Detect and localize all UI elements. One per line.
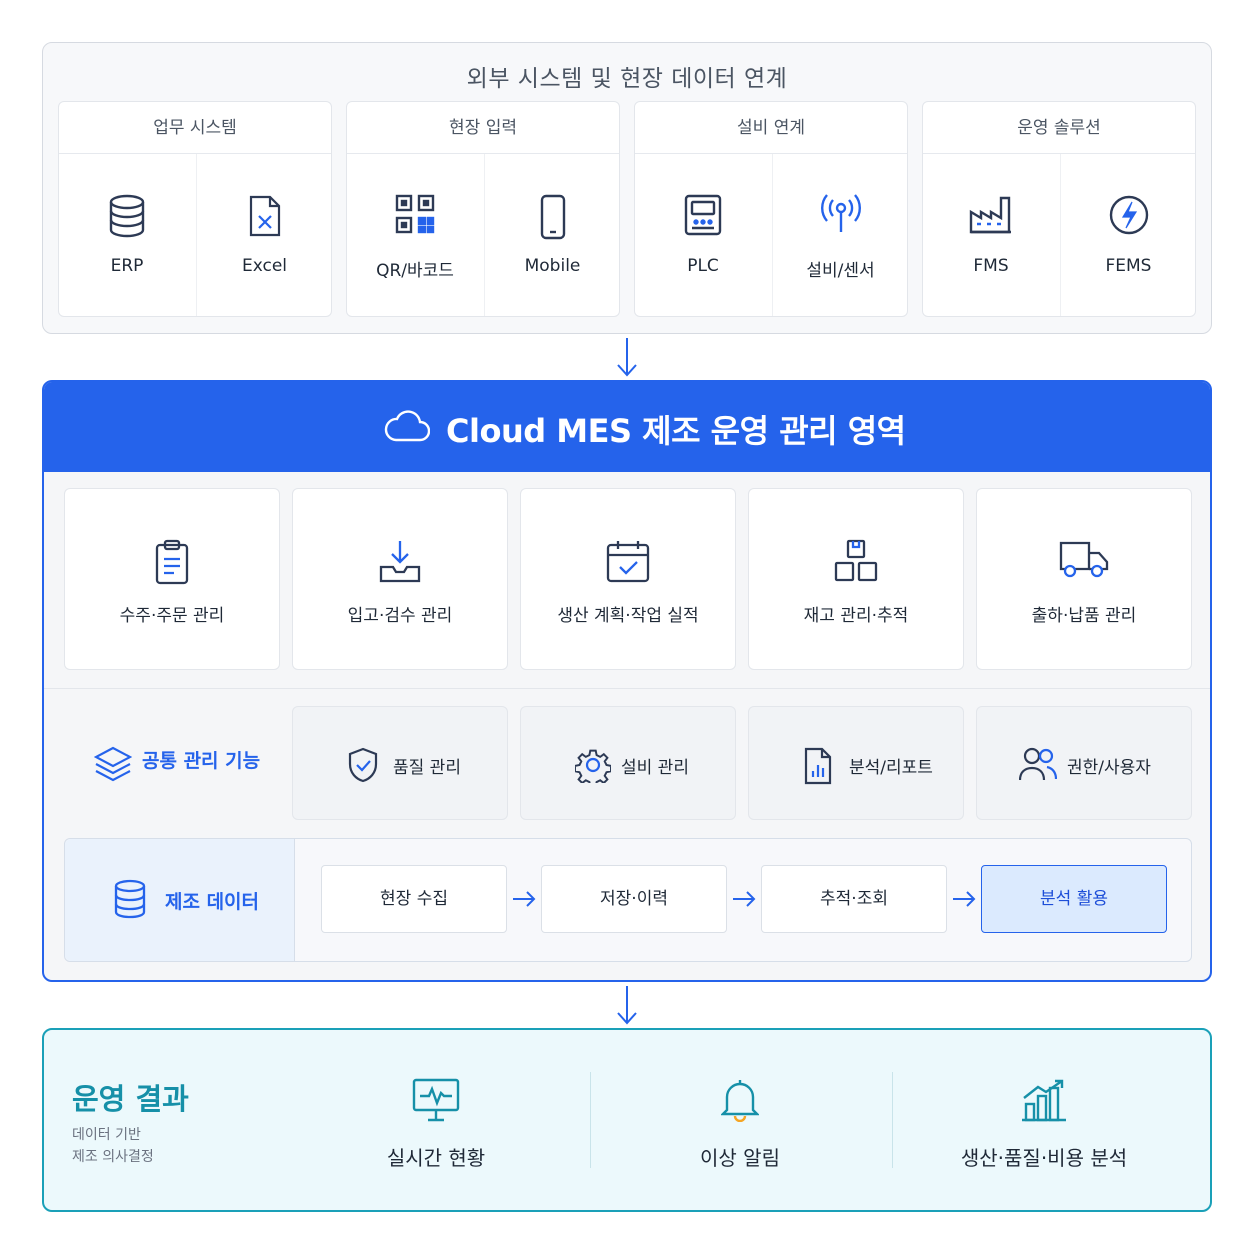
cloud-mes-panel: Cloud MES 제조 운영 관리 영역 수주·주문 관리 입고·검수 관리 … <box>42 380 1212 982</box>
flow-arrow-down-icon <box>617 986 637 1025</box>
result-label: 생산·품질·비용 분석 <box>960 1146 1128 1170</box>
source-excel: Excel <box>196 154 332 316</box>
function-shipping-delivery: 출하·납품 관리 <box>976 488 1192 670</box>
common-item-label: 품질 관리 <box>393 758 461 778</box>
common-functions-label: 공통 관리 기능 <box>142 750 261 772</box>
arrow-right-icon <box>733 891 756 907</box>
common-quality-management: 품질 관리 <box>292 706 508 820</box>
truck-icon <box>1059 541 1109 578</box>
monitor-pulse-icon <box>412 1078 460 1122</box>
mes-header: Cloud MES 제조 운영 관리 영역 <box>44 382 1210 472</box>
group-equipment-link: 설비 연계 PLC 설비/센서 <box>634 101 908 317</box>
source-plc: PLC <box>635 154 771 316</box>
common-permissions-users: 권한/사용자 <box>976 706 1192 820</box>
group-field-input: 현장 입력 QR/바코드 Mobile <box>346 101 620 317</box>
common-item-label: 설비 관리 <box>621 758 689 778</box>
external-systems-title: 외부 시스템 및 현장 데이터 연계 <box>466 66 788 92</box>
cloud-icon <box>384 410 430 442</box>
manufacturing-data-row: 제조 데이터 현장 수집 저장·이력 추적·조회 분석 활용 <box>64 838 1192 962</box>
source-label: Mobile <box>524 256 581 276</box>
source-label: 설비/센서 <box>806 261 875 281</box>
source-fms: FMS <box>923 154 1059 316</box>
source-fems: FEMS <box>1060 154 1196 316</box>
function-receiving-inspection: 입고·검수 관리 <box>292 488 508 670</box>
group-title: 설비 연계 <box>635 102 907 154</box>
bell-icon <box>721 1080 759 1122</box>
group-title: 운영 솔루션 <box>923 102 1195 154</box>
data-step-analyze: 분석 활용 <box>981 865 1167 933</box>
report-chart-icon <box>804 747 832 785</box>
result-label: 이상 알림 <box>700 1146 780 1170</box>
data-step-collect: 현장 수집 <box>321 865 507 933</box>
common-item-label: 분석/리포트 <box>849 758 933 778</box>
group-title: 현장 입력 <box>347 102 619 154</box>
data-step-store: 저장·이력 <box>541 865 727 933</box>
qr-code-icon <box>395 194 435 234</box>
energy-bolt-icon <box>1109 195 1148 235</box>
shield-check-icon <box>348 747 378 783</box>
result-divider <box>892 1072 893 1168</box>
clipboard-icon <box>155 539 189 585</box>
plc-device-icon <box>684 194 722 236</box>
sensor-signal-icon <box>820 194 861 232</box>
gear-icon <box>575 749 611 783</box>
boxes-icon <box>834 539 878 582</box>
section-divider <box>44 688 1210 689</box>
flow-arrow-down-icon <box>617 338 637 377</box>
database-icon <box>109 194 145 238</box>
function-inventory-tracking: 재고 관리·추적 <box>748 488 964 670</box>
layers-icon <box>94 746 132 782</box>
source-erp: ERP <box>59 154 195 316</box>
factory-icon <box>969 196 1011 234</box>
result-realtime-status: 실시간 현황 <box>286 1070 586 1180</box>
common-analysis-report: 분석/리포트 <box>748 706 964 820</box>
mes-title: Cloud MES 제조 운영 관리 영역 <box>446 412 906 450</box>
source-qr: QR/바코드 <box>347 154 483 316</box>
result-anomaly-alert: 이상 알림 <box>590 1070 890 1180</box>
source-label: FEMS <box>1105 256 1152 276</box>
group-title: 업무 시스템 <box>59 102 331 154</box>
common-equipment-management: 설비 관리 <box>520 706 736 820</box>
external-systems-panel: 외부 시스템 및 현장 데이터 연계 업무 시스템 ERP Excel 현장 입… <box>42 42 1212 334</box>
source-sensor: 설비/센서 <box>772 154 908 316</box>
source-mobile: Mobile <box>484 154 620 316</box>
calendar-check-icon <box>606 541 650 583</box>
group-business-systems: 업무 시스템 ERP Excel <box>58 101 332 317</box>
source-label: Excel <box>241 256 288 276</box>
results-title: 운영 결과 <box>72 1082 189 1116</box>
function-label: 출하·납품 관리 <box>1031 606 1137 626</box>
function-label: 재고 관리·추적 <box>803 606 909 626</box>
results-subtitle: 제조 의사결정 <box>72 1149 154 1165</box>
function-order-management: 수주·주문 관리 <box>64 488 280 670</box>
result-divider <box>590 1072 591 1168</box>
source-label: PLC <box>687 256 719 276</box>
function-label: 입고·검수 관리 <box>347 606 453 626</box>
operation-results-panel: 운영 결과 데이터 기반 제조 의사결정 실시간 현황 이상 알림 생산·품질·… <box>42 1028 1212 1212</box>
function-label: 수주·주문 관리 <box>119 606 225 626</box>
mobile-phone-icon <box>540 194 565 240</box>
manufacturing-data-label: 제조 데이터 <box>165 891 260 913</box>
inbox-download-icon <box>379 541 421 583</box>
result-label: 실시간 현황 <box>386 1146 486 1170</box>
result-cost-analysis: 생산·품질·비용 분석 <box>894 1070 1194 1180</box>
source-label: QR/바코드 <box>376 261 454 281</box>
results-subtitle: 데이터 기반 <box>72 1127 141 1143</box>
data-step-trace: 추적·조회 <box>761 865 947 933</box>
function-production-plan: 생산 계획·작업 실적 <box>520 488 736 670</box>
excel-file-icon <box>249 195 280 237</box>
database-icon <box>114 879 146 919</box>
bar-growth-icon <box>1022 1079 1066 1122</box>
common-item-label: 권한/사용자 <box>1067 758 1151 778</box>
arrow-right-icon <box>513 891 536 907</box>
group-operation-solutions: 운영 솔루션 FMS FEMS <box>922 101 1196 317</box>
manufacturing-data-header: 제조 데이터 <box>65 839 295 961</box>
source-label: ERP <box>110 256 144 276</box>
source-label: FMS <box>973 256 1009 276</box>
users-icon <box>1019 747 1057 781</box>
function-label: 생산 계획·작업 실적 <box>557 606 699 626</box>
arrow-right-icon <box>953 891 976 907</box>
